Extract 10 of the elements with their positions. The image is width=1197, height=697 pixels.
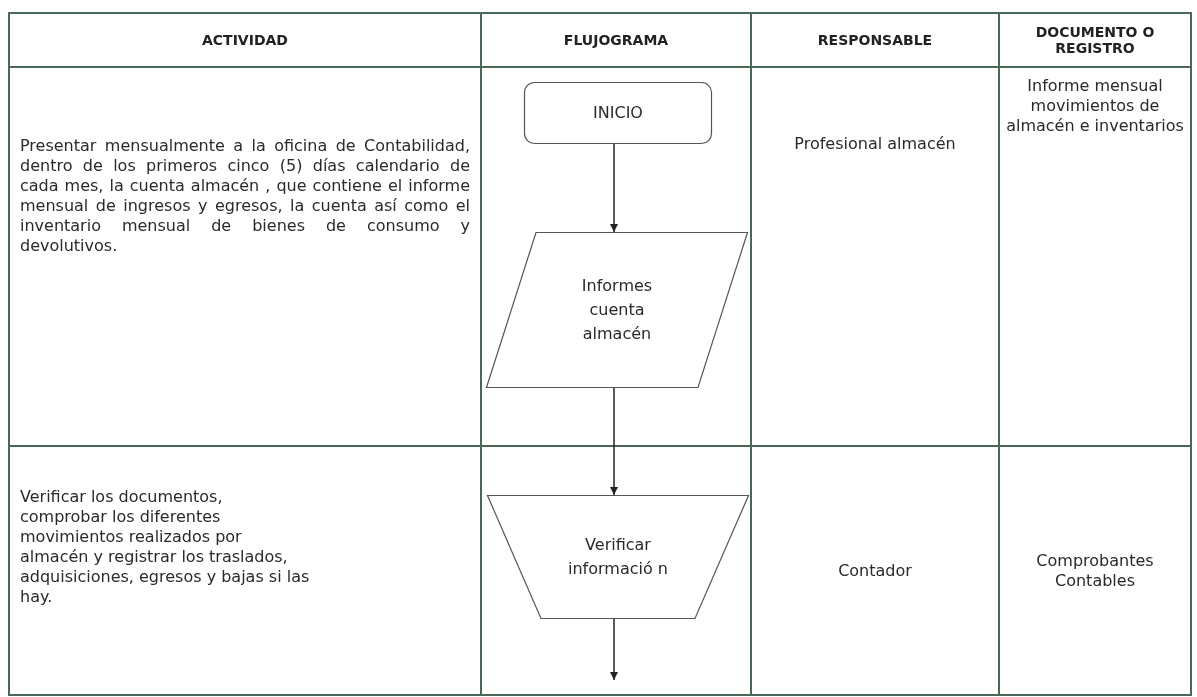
- table-cell: Verificar los documentos, comprobar los diferentes movimientos realizados por almacén y registrar los traslados, adquisiciones, egresos y bajas si las hay.: [8, 445, 482, 696]
- arrow: [610, 143, 618, 233]
- manual-operation-trapezoid: Verificar informació n: [487, 495, 749, 619]
- column-header: ACTIVIDAD: [8, 12, 482, 68]
- column-header: DOCUMENTO O REGISTRO: [998, 12, 1192, 68]
- table-cell: Comprobantes Contables: [998, 445, 1192, 696]
- data-parallelogram: Informes cuenta almacén: [486, 232, 748, 388]
- arrow: [610, 618, 618, 681]
- arrow: [610, 387, 618, 496]
- start-terminator: INICIO: [524, 82, 712, 144]
